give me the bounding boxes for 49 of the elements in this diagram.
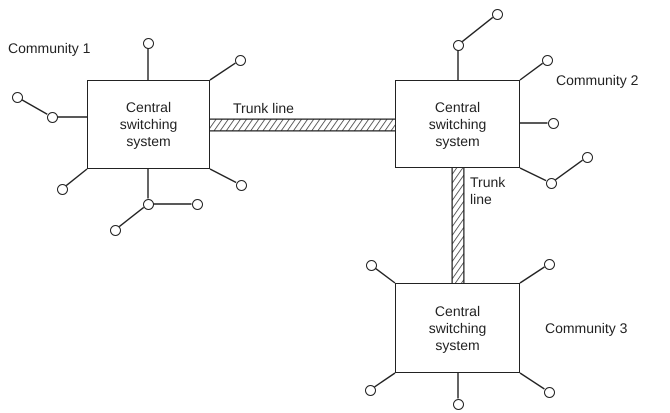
terminal-circle [236, 180, 246, 190]
connector-line [462, 16, 494, 42]
terminal-circle [142, 38, 154, 48]
terminal-circle [56, 184, 68, 194]
terminal-circle [452, 40, 464, 50]
box-label: Central switching system [118, 99, 178, 150]
terminal-circle [548, 118, 558, 128]
connector-line [210, 168, 236, 184]
terminal-circle [12, 92, 22, 102]
terminal-circle [544, 258, 554, 270]
terminal-circle [542, 54, 552, 66]
community-label: Community 3 [545, 320, 628, 336]
connector-line [520, 372, 545, 390]
terminal-circle [46, 112, 58, 122]
connector-line [457, 50, 459, 80]
connector-line [520, 266, 545, 284]
switching-box [87, 80, 210, 169]
terminal-circle [234, 54, 246, 66]
community-label: Community 1 [8, 40, 90, 56]
switching-box [395, 283, 520, 373]
terminal-circle [492, 8, 502, 20]
terminal-circle [364, 384, 376, 396]
connector-line [58, 116, 87, 118]
connector-line [210, 62, 236, 81]
terminal-circle [366, 260, 376, 270]
connector-line [374, 372, 396, 388]
connector-line [154, 203, 192, 205]
terminal-circle [544, 386, 554, 398]
connector-line [147, 169, 149, 198]
connector-line [118, 206, 144, 228]
connector-line [520, 62, 543, 81]
terminal-circle [452, 398, 464, 410]
connector-line [457, 373, 459, 398]
terminal-circle [110, 224, 120, 236]
switching-box [395, 80, 520, 168]
terminal-circle [192, 198, 202, 210]
terminal-circle [546, 178, 556, 188]
connector-line [520, 122, 548, 124]
connector-line [66, 168, 88, 186]
terminal-circle [582, 152, 592, 162]
connector-line [147, 48, 149, 80]
connector-line [520, 167, 546, 182]
connector-line [21, 99, 48, 115]
connector-line [555, 160, 583, 180]
connector-line [374, 268, 396, 284]
community-label: Community 2 [556, 72, 638, 88]
terminal-circle [142, 198, 154, 210]
box-label: Central switching system [428, 98, 488, 150]
box-label: Central switching system [428, 302, 488, 354]
